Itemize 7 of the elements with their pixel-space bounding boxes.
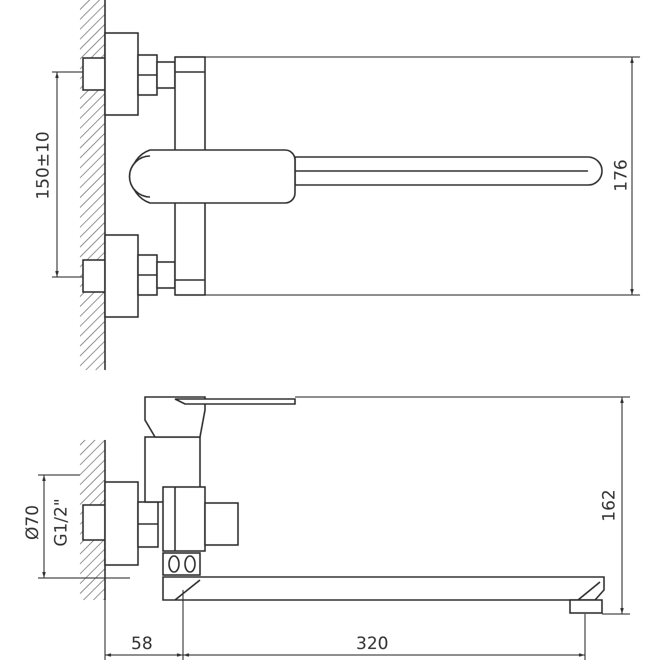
dimension-label: 176 — [614, 158, 631, 192]
dimension-label: Ø70 — [24, 504, 42, 540]
dimension-label: 150±10 — [36, 130, 53, 200]
dimension-label: 162 — [602, 488, 619, 522]
dimension-label: 320 — [356, 636, 388, 652]
dimension-label: 58 — [131, 636, 153, 652]
dimension-label: G1/2" — [54, 498, 71, 546]
